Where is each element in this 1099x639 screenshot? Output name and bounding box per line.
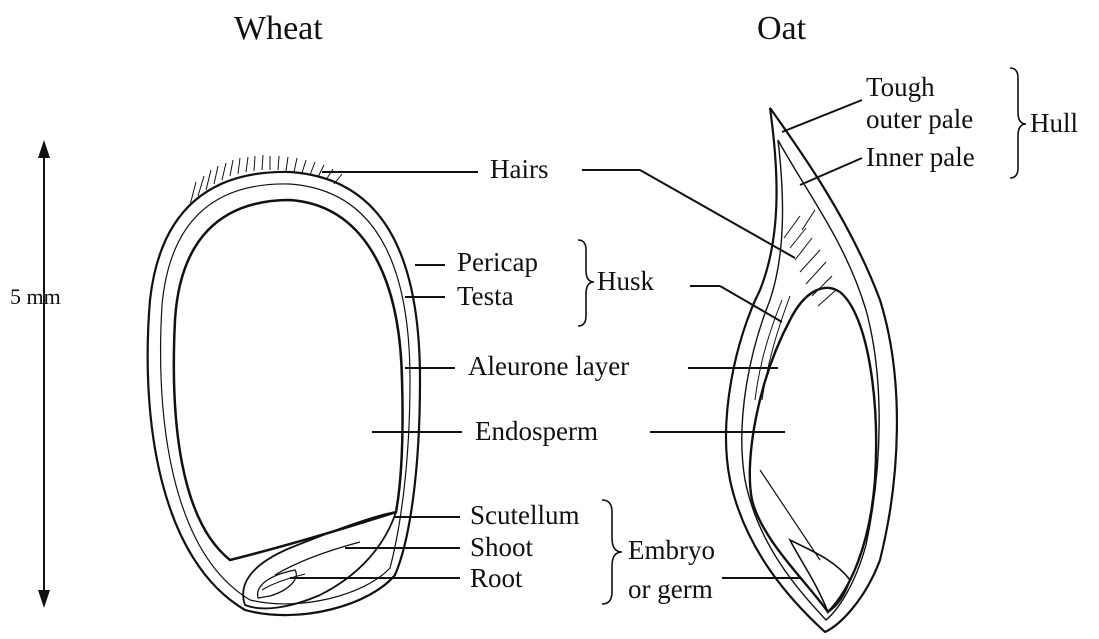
label-hairs: Hairs [490, 156, 548, 183]
wheat-endosperm-boundary [174, 200, 403, 560]
husk-brace [578, 240, 594, 326]
wheat-title: Wheat [234, 12, 323, 46]
embryo-brace [602, 500, 622, 604]
hull-brace [1010, 68, 1026, 178]
leader-tough-pale [782, 100, 862, 132]
label-endosperm: Endosperm [475, 418, 598, 445]
label-pericap: Pericap [457, 249, 538, 276]
label-aleurone-layer: Aleurone layer [468, 353, 629, 380]
leader-inner-pale [800, 158, 862, 185]
wheat-grain [148, 155, 420, 615]
label-husk: Husk [597, 268, 654, 295]
scale-bar [38, 140, 50, 608]
oat-inner-pale [742, 140, 879, 620]
label-hull: Hull [1030, 110, 1078, 137]
wheat-hairs [190, 155, 342, 205]
label-outer-pale: outer pale [866, 106, 973, 133]
label-inner-pale: Inner pale [866, 144, 975, 171]
label-scutellum: Scutellum [470, 502, 580, 529]
label-testa: Testa [457, 283, 514, 310]
label-or-germ: or germ [628, 576, 713, 603]
label-shoot: Shoot [470, 534, 533, 561]
label-tough: Tough [866, 74, 935, 101]
wheat-shoot-shape [275, 542, 360, 575]
oat-grain [726, 108, 897, 632]
scale-label: 5 mm [10, 286, 61, 308]
wheat-testa [161, 184, 410, 604]
oat-title: Oat [757, 12, 806, 46]
oat-pale-fold [760, 470, 820, 560]
label-embryo: Embryo [628, 537, 715, 564]
label-root: Root [470, 565, 523, 592]
